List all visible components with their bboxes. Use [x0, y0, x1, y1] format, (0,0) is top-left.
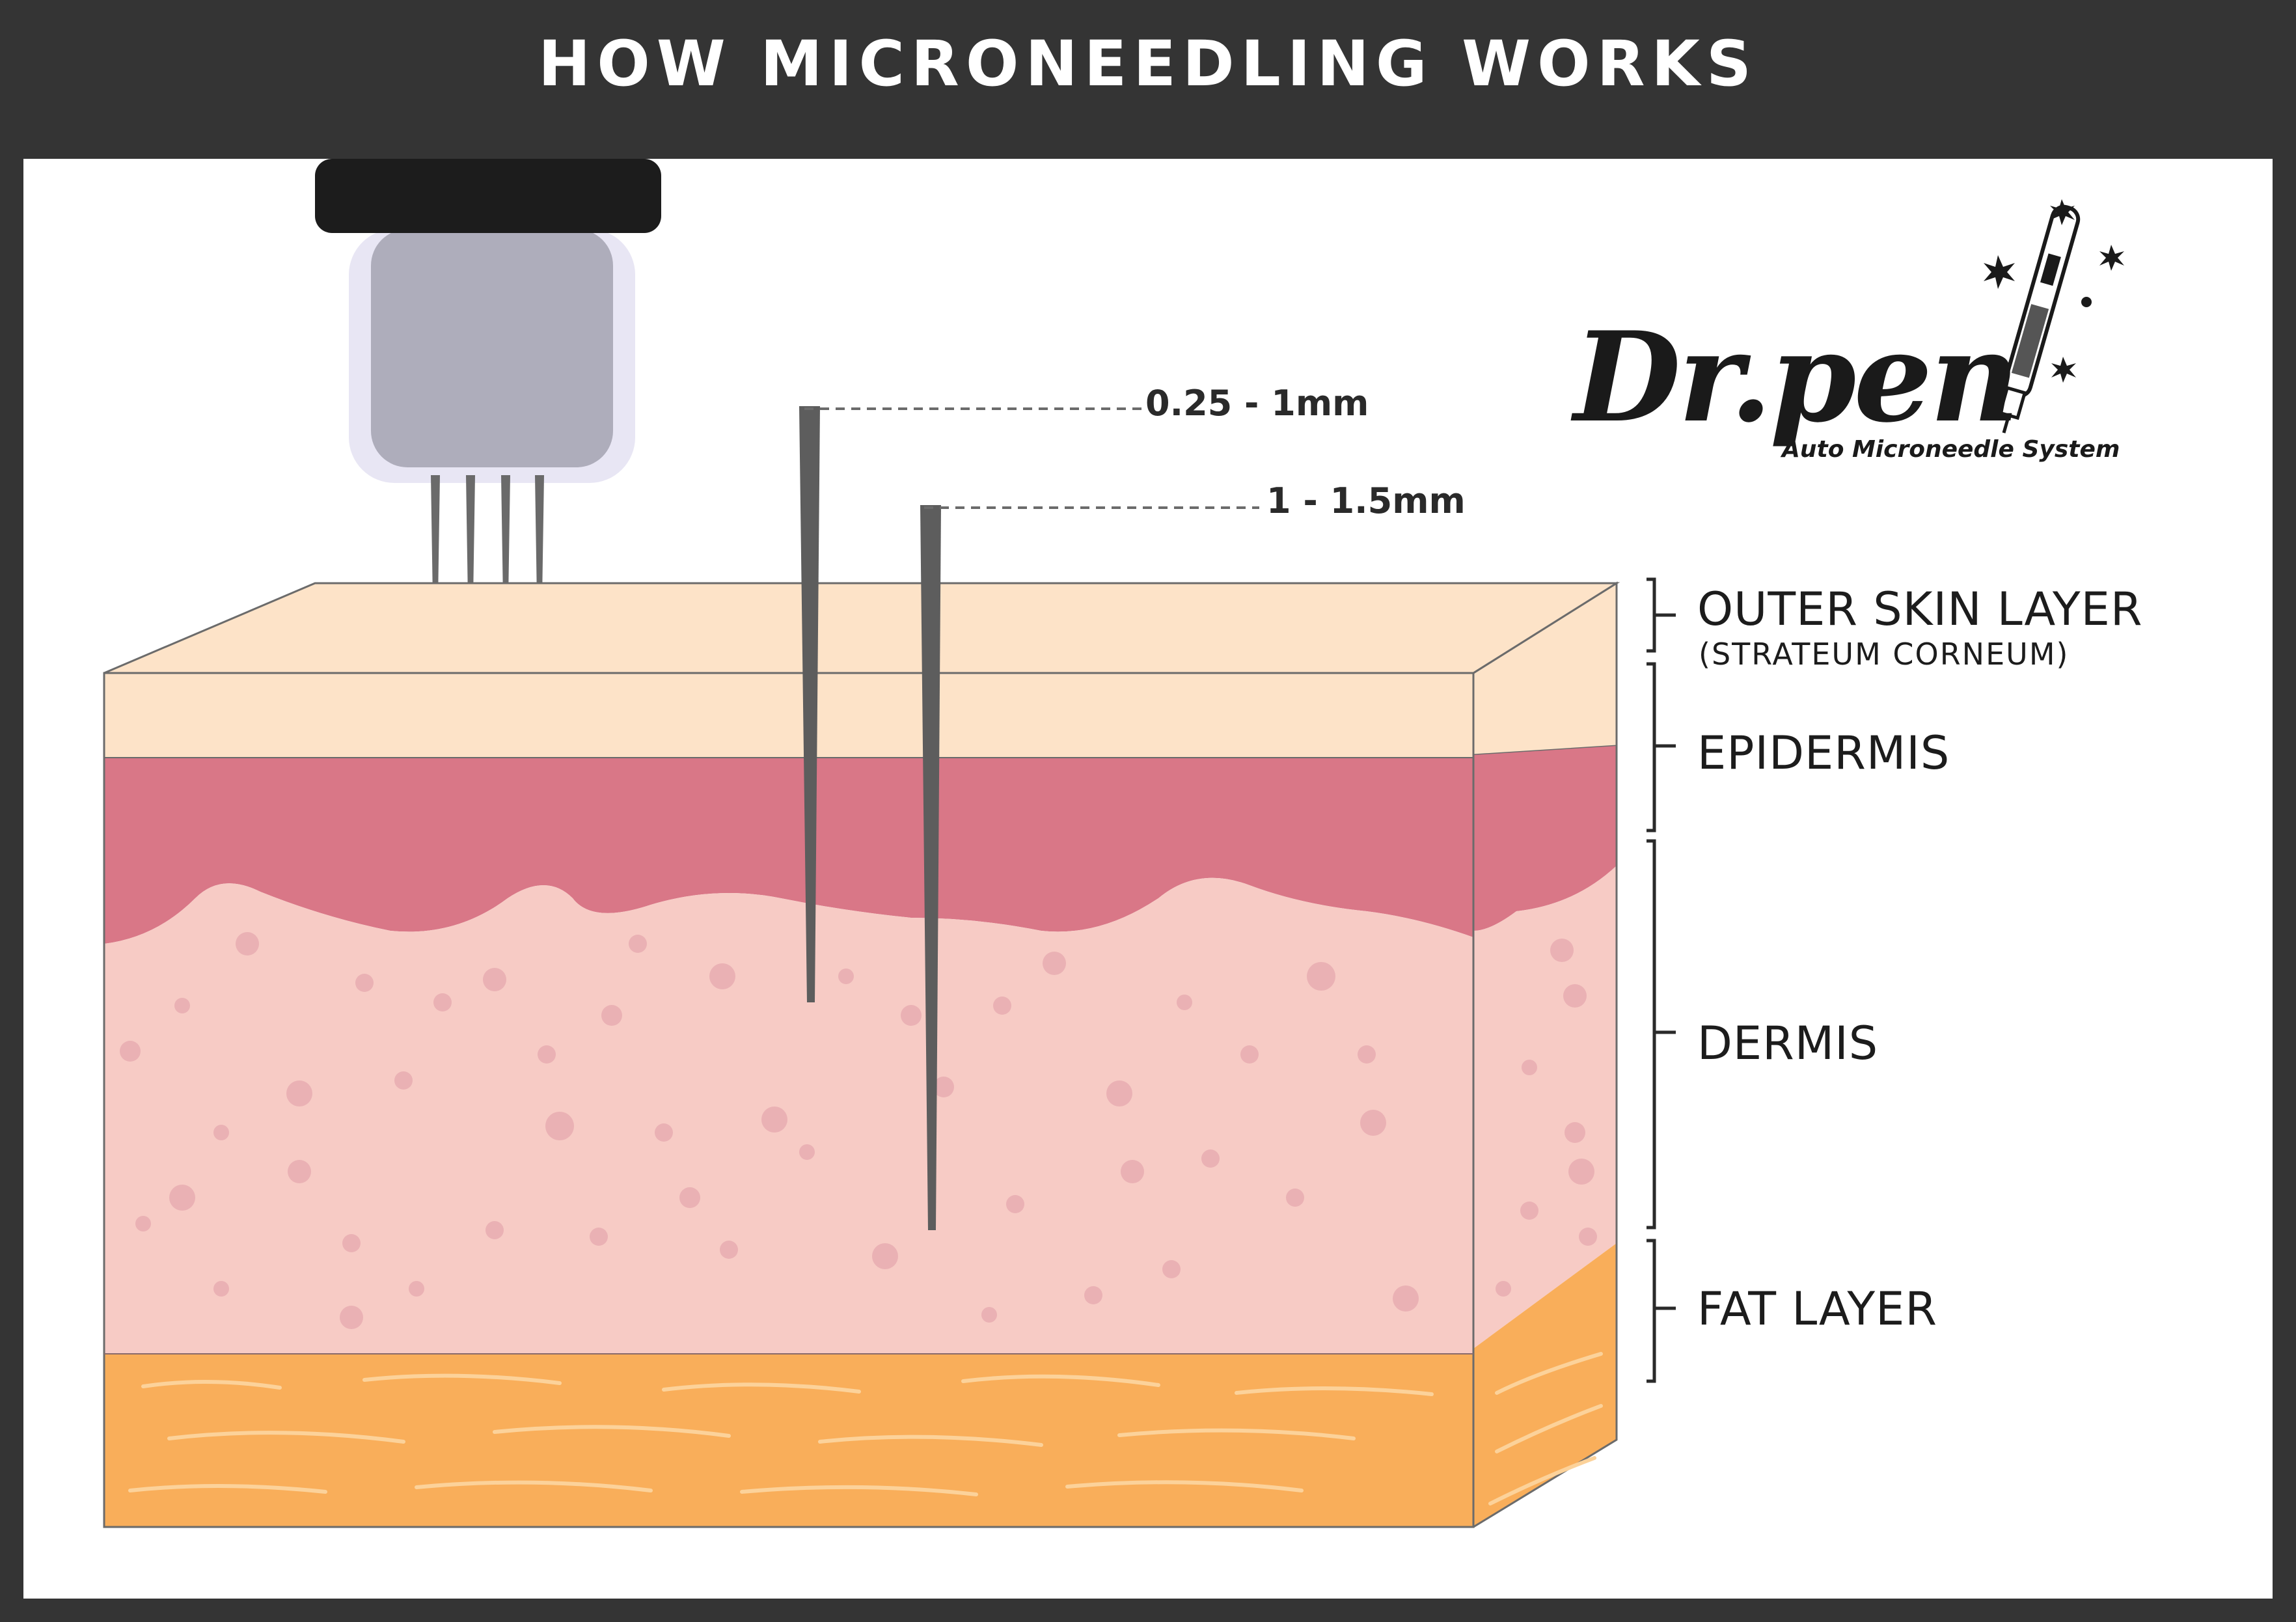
microneedle-device [315, 159, 661, 641]
front-outer-skin [104, 673, 1473, 758]
title-banner: HOW MICRONEEDLING WORKS [0, 0, 2296, 156]
label-dermis: DERMIS [1697, 1017, 1879, 1070]
label-strateum-corneum: (STRATEUM CORNEUM) [1699, 637, 2070, 672]
top-face [103, 582, 1620, 674]
front-face-outline [103, 672, 1475, 1528]
side-face-outline [1473, 583, 1618, 1528]
front-epidermis [104, 758, 1473, 944]
side-face-fat [1473, 1243, 1617, 1527]
depth-label-short: 0.25 - 1mm [1145, 383, 1369, 424]
page-title: HOW MICRONEEDLING WORKS [538, 27, 1758, 100]
side-face-epidermis [1473, 746, 1617, 931]
label-epidermis: EPIDERMIS [1697, 726, 1950, 780]
needle-short [799, 406, 820, 1002]
bracket-dermis [1647, 839, 1656, 1230]
dermis-cells [120, 932, 1597, 1329]
brand-logo-tagline: Auto Microneedle System [1782, 436, 2120, 463]
bracket-outer-skin [1647, 577, 1656, 653]
bracket-epidermis [1647, 662, 1656, 832]
front-fat-layer [104, 1354, 1473, 1527]
needle-long [920, 505, 941, 1230]
brand-logo-text: Dr.pen [1574, 305, 2019, 450]
label-outer-skin-layer: OUTER SKIN LAYER [1697, 583, 2143, 636]
pen-logo-icon [1984, 199, 2124, 433]
depth-label-long: 1 - 1.5mm [1266, 480, 1466, 521]
fat-texture [128, 1352, 1603, 1505]
front-dermis [104, 877, 1473, 1354]
label-fat-layer: FAT LAYER [1697, 1282, 1937, 1336]
layer-brackets [1647, 577, 1676, 1383]
bracket-fat [1647, 1239, 1656, 1383]
device-head [315, 159, 661, 233]
device-cartridge [371, 229, 613, 467]
